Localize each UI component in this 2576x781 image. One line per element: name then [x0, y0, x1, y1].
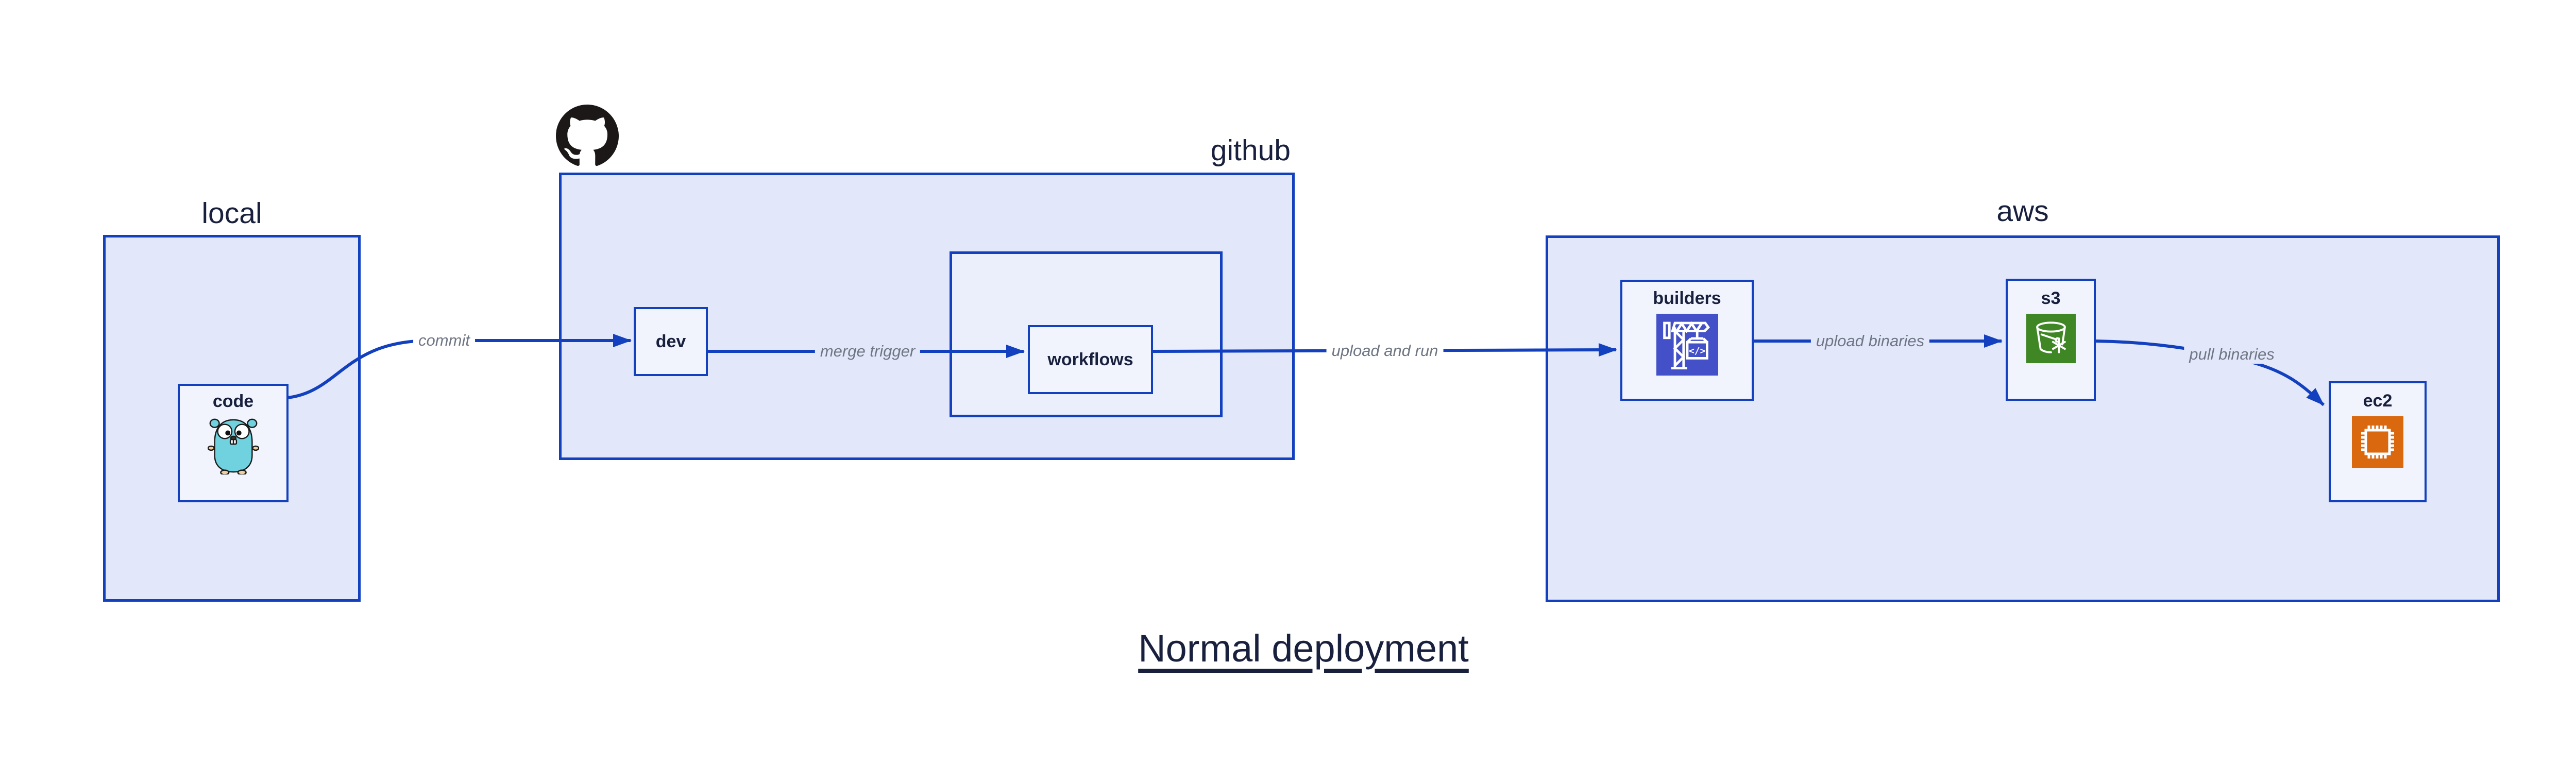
edge-label-upload-and-run: upload and run	[1326, 342, 1444, 360]
edge-label-merge-trigger: merge trigger	[815, 342, 921, 361]
node-builders: builders </>	[1620, 280, 1754, 401]
node-code-label: code	[212, 392, 254, 411]
node-workflows: workflows	[1028, 325, 1153, 394]
node-s3: s3	[2006, 279, 2096, 401]
github-container-label: github	[1210, 134, 1291, 167]
go-gopher-icon	[207, 418, 259, 474]
aws-container-label: aws	[1996, 195, 2049, 228]
node-s3-label: s3	[2041, 288, 2061, 308]
s3-bucket-snowflake-icon	[2026, 314, 2076, 363]
node-dev: dev	[634, 307, 708, 376]
edge-label-upload-binaries: upload binaries	[1810, 332, 1930, 350]
node-ec2-label: ec2	[2363, 391, 2393, 411]
edge-label-commit: commit	[413, 331, 475, 350]
diagram-title: Normal deployment	[1138, 627, 1469, 670]
node-code: code	[178, 384, 289, 502]
crane-codebuild-icon: </>	[1656, 314, 1718, 376]
local-container-label: local	[201, 197, 262, 230]
svg-text:</>: </>	[1688, 346, 1705, 356]
github-octocat-icon	[556, 105, 619, 166]
node-workflows-label: workflows	[1047, 350, 1133, 369]
node-builders-label: builders	[1653, 288, 1721, 308]
node-ec2: ec2	[2329, 381, 2427, 502]
node-dev-label: dev	[655, 332, 686, 351]
edge-label-pull-binaries: pull binaries	[2184, 345, 2280, 364]
ec2-chip-icon	[2352, 416, 2403, 468]
